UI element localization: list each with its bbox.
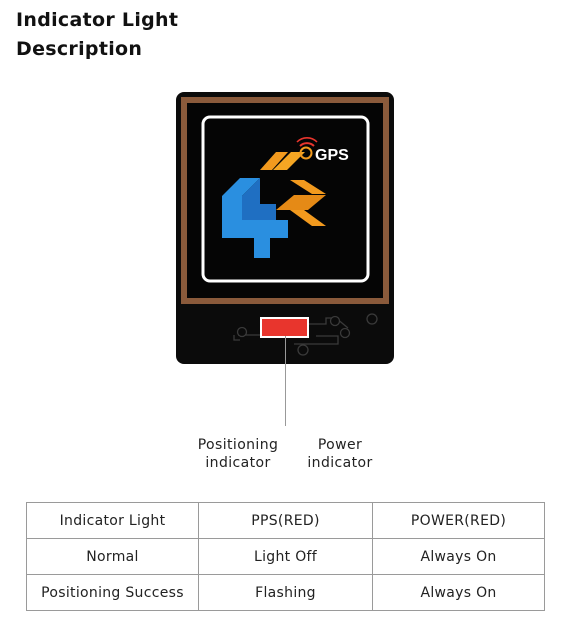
table-header-cell: PPS(RED) [198,502,373,539]
table-cell: Flashing [198,574,373,611]
table-cell: Light Off [198,538,373,575]
page-title-line-1: Indicator Light [16,9,179,31]
table-header-row: Indicator Light PPS(RED) POWER(RED) [26,502,545,539]
brand-logo-mark [222,152,326,258]
table-cell: Positioning Success [26,574,199,611]
table-cell: Always On [372,538,545,575]
gps-logo-text: GPS [315,147,349,164]
led-indicator [260,317,309,338]
table-header-cell: POWER(RED) [372,502,545,539]
indicator-spec-table: Indicator Light PPS(RED) POWER(RED) Norm… [26,502,545,611]
antenna-white-frame [201,115,370,283]
page-title: Indicator Light Description [16,6,178,64]
table-header-cell: Indicator Light [26,502,199,539]
table-row: Normal Light Off Always On [26,538,545,575]
satellite-dish-icon [296,137,318,160]
power-indicator-label: Power indicator [307,437,373,471]
table-cell: Always On [372,574,545,611]
callout-line [285,336,286,426]
positioning-indicator-label: Positioning indicator [197,437,279,471]
page-title-line-2: Description [16,38,143,60]
table-row: Positioning Success Flashing Always On [26,574,545,611]
pcb-pads [236,313,378,356]
table-cell: Normal [26,538,199,575]
gps-module-illustration: GPS [176,92,394,364]
